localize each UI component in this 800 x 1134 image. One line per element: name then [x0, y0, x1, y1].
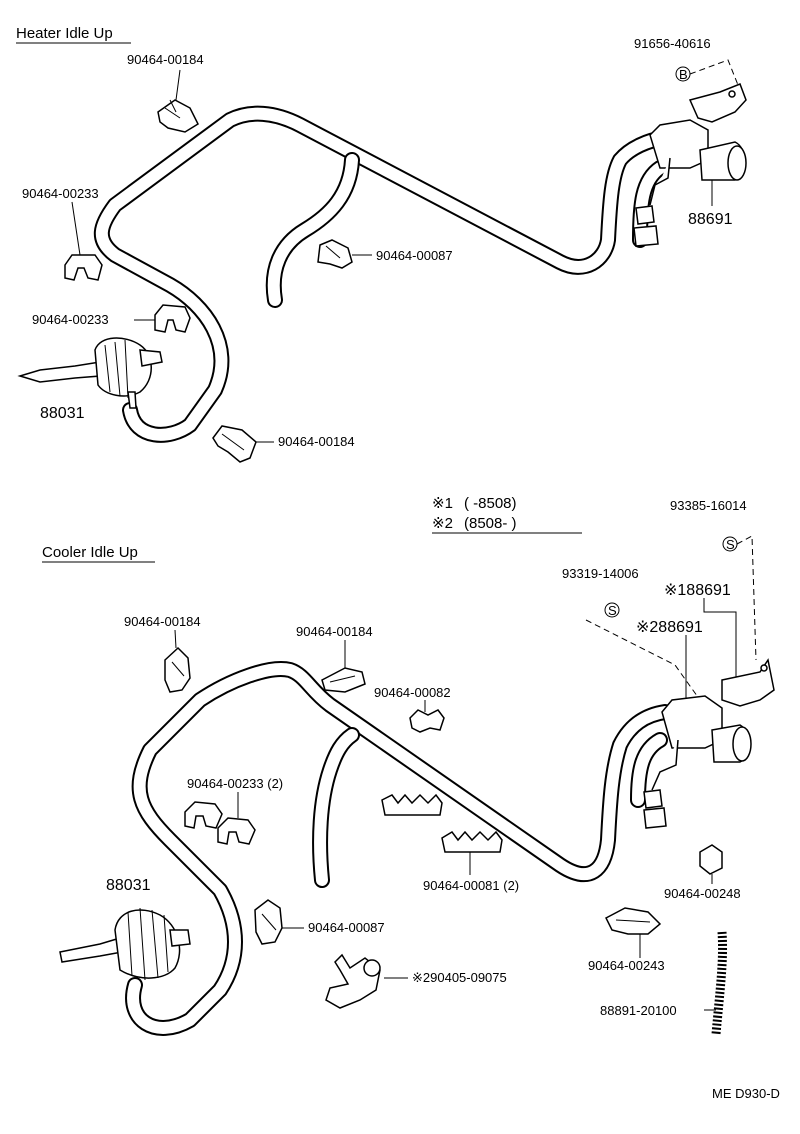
heater-clamp-233-b-icon	[154, 304, 191, 333]
cooler-screw-a-mark: S	[726, 537, 735, 552]
heater-hose-branch-inner	[267, 154, 358, 306]
heater-bolt-dashline	[689, 59, 741, 91]
cooler-clamp-248-label: 90464-00248	[664, 886, 741, 901]
cooler-clamp-248-icon	[699, 844, 723, 875]
cooler-hose-main	[125, 661, 673, 1036]
cooler-screw-b-dashline	[585, 619, 701, 701]
cooler-vsv-88691-icon	[643, 658, 775, 829]
cooler-tube-icon	[711, 931, 728, 1035]
cooler-note-1-range: ( -8508)	[464, 495, 517, 512]
heater-clamp-233-b-label: 90464-00233	[32, 312, 109, 327]
cooler-actuator-label: 88031	[106, 877, 151, 894]
heater-hose-main	[93, 105, 673, 443]
cooler-vsv-1-label: ※188691	[664, 582, 731, 599]
cooler-screw-a-label: 93385-16014	[670, 498, 747, 513]
heater-bolt-mark: B	[679, 67, 688, 82]
cooler-clamp-087-icon	[254, 899, 283, 945]
heater-clamp-087-icon	[317, 239, 353, 269]
heater-actuator-88031-icon	[17, 337, 163, 409]
heater-clamp-184-top-label: 90464-00184	[127, 52, 204, 67]
cooler-hose-vsv-inner	[632, 734, 666, 806]
cooler-clamp-233-icon	[184, 801, 256, 845]
cooler-clamp-243-icon	[605, 907, 662, 935]
cooler-section-title: Cooler Idle Up	[42, 544, 138, 561]
cooler-hose-main-inner	[127, 663, 671, 1034]
heater-actuator-label: 88031	[40, 405, 85, 422]
cooler-actuator-88031-icon	[59, 907, 191, 981]
footer-code: ME D930-D	[712, 1086, 780, 1101]
cooler-screw-a-dashline	[736, 535, 757, 661]
cooler-clamp-081-icon	[381, 793, 503, 853]
heater-section-title: Heater Idle Up	[16, 25, 113, 42]
cooler-clamp-233-label: 90464-00233 (2)	[187, 776, 283, 791]
cooler-clamp-184-b-icon	[321, 667, 366, 693]
heater-vsv-88691-icon	[633, 83, 747, 247]
cooler-clamp-184-a-icon	[164, 646, 191, 693]
cooler-clamp-184-b-label: 90464-00184	[296, 624, 373, 639]
cooler-screw-b-mark-icon	[604, 602, 620, 618]
cooler-screw-b-mark: S	[608, 603, 617, 618]
cooler-fitting-icon	[325, 953, 381, 1009]
cooler-screw-b-label: 93319-14006	[562, 566, 639, 581]
cooler-vsv-2-label: ※288691	[636, 619, 703, 636]
cooler-note-2-mark: ※2	[432, 515, 453, 532]
heater-clamp-184-low-label: 90464-00184	[278, 434, 355, 449]
cooler-section: ※1 ( -8508) ※2 (8508- ) Cooler Idle Up 9…	[42, 495, 775, 1036]
cooler-hose-branch-inner	[314, 729, 358, 886]
heater-clamp-233-a-leader	[71, 201, 81, 256]
heater-hose-main-inner	[95, 107, 671, 441]
cooler-clamp-082-label: 90464-00082	[374, 685, 451, 700]
cooler-clamp-082-icon	[409, 709, 445, 733]
heater-clamp-184-low-icon	[212, 425, 257, 463]
cooler-clamp-243-label: 90464-00243	[588, 958, 665, 973]
heater-bolt-label: 91656-40616	[634, 36, 711, 51]
heater-section: Heater Idle Up 90464-00184 90464-00233 9…	[16, 25, 747, 463]
cooler-clamp-081-label: 90464-00081 (2)	[423, 878, 519, 893]
cooler-tube-label: 88891-20100	[600, 1003, 677, 1018]
cooler-note-2-range: (8508- )	[464, 515, 517, 532]
cooler-clamp-184-a-label: 90464-00184	[124, 614, 201, 629]
cooler-clamp-087-label: 90464-00087	[308, 920, 385, 935]
cooler-note-1-mark: ※1	[432, 495, 453, 512]
heater-vsv-label: 88691	[688, 211, 733, 228]
heater-clamp-184-top-leader	[175, 69, 181, 101]
cooler-clamp-184-a-leader	[174, 629, 177, 649]
heater-clamp-233-a-icon	[64, 254, 103, 281]
heater-clamp-087-label: 90464-00087	[376, 248, 453, 263]
cooler-vsv-leaders	[685, 598, 737, 705]
cooler-fitting-label: ※290405-09075	[412, 970, 507, 985]
heater-clamp-184-top-icon	[157, 99, 199, 133]
heater-clamp-233-a-label: 90464-00233	[22, 186, 99, 201]
